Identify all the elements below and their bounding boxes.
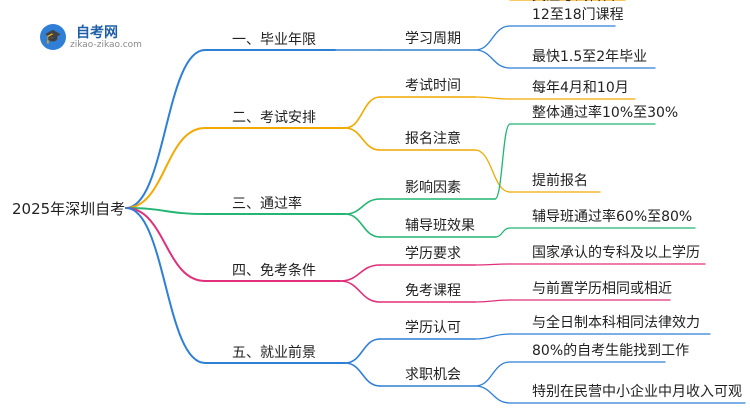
child-connector bbox=[344, 127, 381, 151]
leaf-connector bbox=[474, 299, 511, 303]
subtopic: 报名注意 bbox=[405, 130, 461, 147]
child-connector bbox=[344, 213, 381, 238]
subtopic: 影响因素 bbox=[405, 180, 461, 196]
child-connector bbox=[344, 338, 381, 364]
leaf-text: 与全日制本科相同法律效力 bbox=[532, 314, 700, 331]
graduation-cap-icon: 🎓 bbox=[40, 24, 66, 50]
leaf-text: 80%的自考生能找到工作 bbox=[532, 343, 689, 359]
leaf-connector bbox=[474, 96, 511, 100]
child-connector bbox=[339, 264, 381, 282]
leaf-connector bbox=[474, 49, 511, 69]
leaf-text: 提前报名 bbox=[532, 172, 588, 189]
subtopic: 学历认可 bbox=[405, 320, 461, 336]
branch-connector bbox=[125, 207, 206, 282]
branch-connector bbox=[125, 127, 206, 209]
child-connector bbox=[344, 198, 381, 215]
leaf-text: 特别在民营中小企业中月收入可观 bbox=[532, 383, 742, 400]
leaf-connector bbox=[474, 263, 511, 266]
leaf-connector bbox=[474, 385, 511, 404]
subtopic: 求职机会 bbox=[405, 367, 461, 383]
subtopic: 辅导班效果 bbox=[405, 218, 475, 234]
branch-topic-3: 三、通过率 bbox=[232, 195, 302, 212]
branch-connector bbox=[125, 49, 206, 209]
leaf-text: 最快1.5至2年毕业 bbox=[532, 49, 647, 65]
leaf-text: 辅导班通过率60%至80% bbox=[532, 208, 692, 225]
leaf-connector bbox=[474, 149, 511, 193]
child-connector bbox=[344, 96, 381, 129]
leaf-text: 12至18门课程 bbox=[532, 7, 624, 23]
subtopic: 学历要求 bbox=[405, 246, 461, 262]
leaf-text: 关注考试科目 bbox=[532, 0, 616, 4]
branch-topic-4: 四、免考条件 bbox=[232, 262, 316, 279]
child-connector bbox=[344, 362, 381, 387]
leaf-text: 每年4月和10月 bbox=[532, 80, 629, 96]
child-connector bbox=[339, 280, 381, 303]
subtopic: 免考课程 bbox=[405, 283, 461, 299]
subtopic: 考试时间 bbox=[405, 78, 461, 94]
logo-url: zikao-zikao.com bbox=[70, 40, 142, 50]
leaf-connector bbox=[474, 333, 511, 340]
leaf-connector bbox=[494, 227, 511, 238]
branch-connector bbox=[125, 207, 206, 364]
branch-topic-1: 一、毕业年限 bbox=[232, 32, 316, 48]
branch-topic-2: 二、考试安排 bbox=[232, 110, 316, 126]
leaf-text: 国家承认的专科及以上学历 bbox=[532, 244, 700, 261]
subtopic: 学习周期 bbox=[405, 31, 461, 47]
leaf-connector bbox=[474, 25, 511, 51]
leaf-text: 与前置学历相同或相近 bbox=[532, 280, 672, 297]
branch-topic-5: 五、就业前景 bbox=[232, 344, 316, 361]
site-logo: 🎓 自考网 zikao-zikao.com bbox=[40, 22, 150, 54]
branch-connector bbox=[125, 207, 206, 215]
root-topic: 2025年深圳自考 bbox=[12, 200, 125, 218]
leaf-text: 整体通过率10%至30% bbox=[532, 104, 678, 121]
leaf-connector bbox=[474, 361, 511, 387]
leaf-connector bbox=[494, 123, 511, 200]
logo-name: 自考网 bbox=[76, 25, 118, 41]
